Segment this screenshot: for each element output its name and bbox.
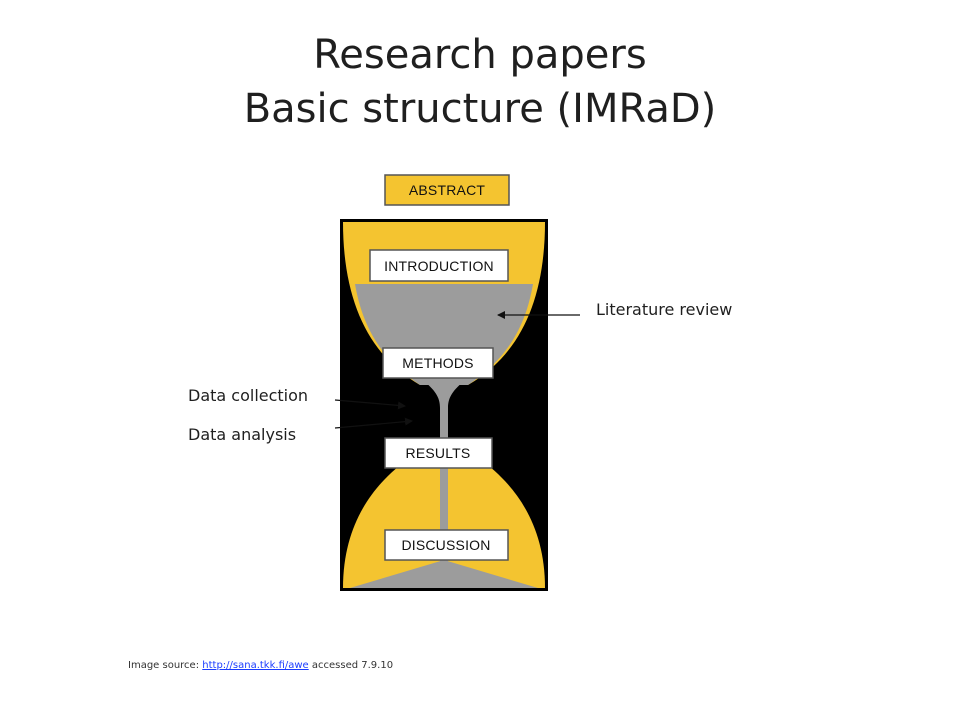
discussion-box — [384, 529, 509, 561]
data-analysis-label: Data analysis — [188, 425, 297, 444]
methods-label: METHODS — [402, 355, 473, 371]
title-line-2: Basic structure (IMRaD) — [243, 86, 717, 132]
source-prefix: Image source: — [128, 660, 200, 671]
neck-funnel — [420, 378, 468, 408]
introduction-label: INTRODUCTION — [384, 258, 494, 274]
discussion-label: DISCUSSION — [401, 537, 490, 553]
data-collection-arrow — [334, 399, 406, 410]
source-suffix: accessed 7.9.10 — [311, 660, 394, 671]
data-collection-label: Data collection — [188, 386, 309, 405]
slide-title: Research papers Basic structure (IMRaD) — [0, 28, 960, 136]
source-link[interactable]: http://sana.tkk.fi/awe — [202, 660, 309, 671]
bottom-sand-pile — [350, 560, 538, 588]
methods-box — [382, 347, 494, 379]
literature-review-label: Literature review — [596, 300, 733, 319]
results-box — [384, 437, 493, 469]
title-line-1: Research papers — [313, 32, 647, 78]
introduction-box — [369, 249, 509, 282]
neck-stream — [440, 405, 448, 445]
image-source-note: Image source: http://sana.tkk.fi/awe acc… — [128, 660, 393, 671]
data-analysis-arrow — [334, 417, 413, 429]
lower-stream — [440, 440, 448, 565]
abstract-box — [384, 174, 510, 206]
results-label: RESULTS — [406, 445, 471, 461]
abstract-label: ABSTRACT — [409, 182, 486, 198]
